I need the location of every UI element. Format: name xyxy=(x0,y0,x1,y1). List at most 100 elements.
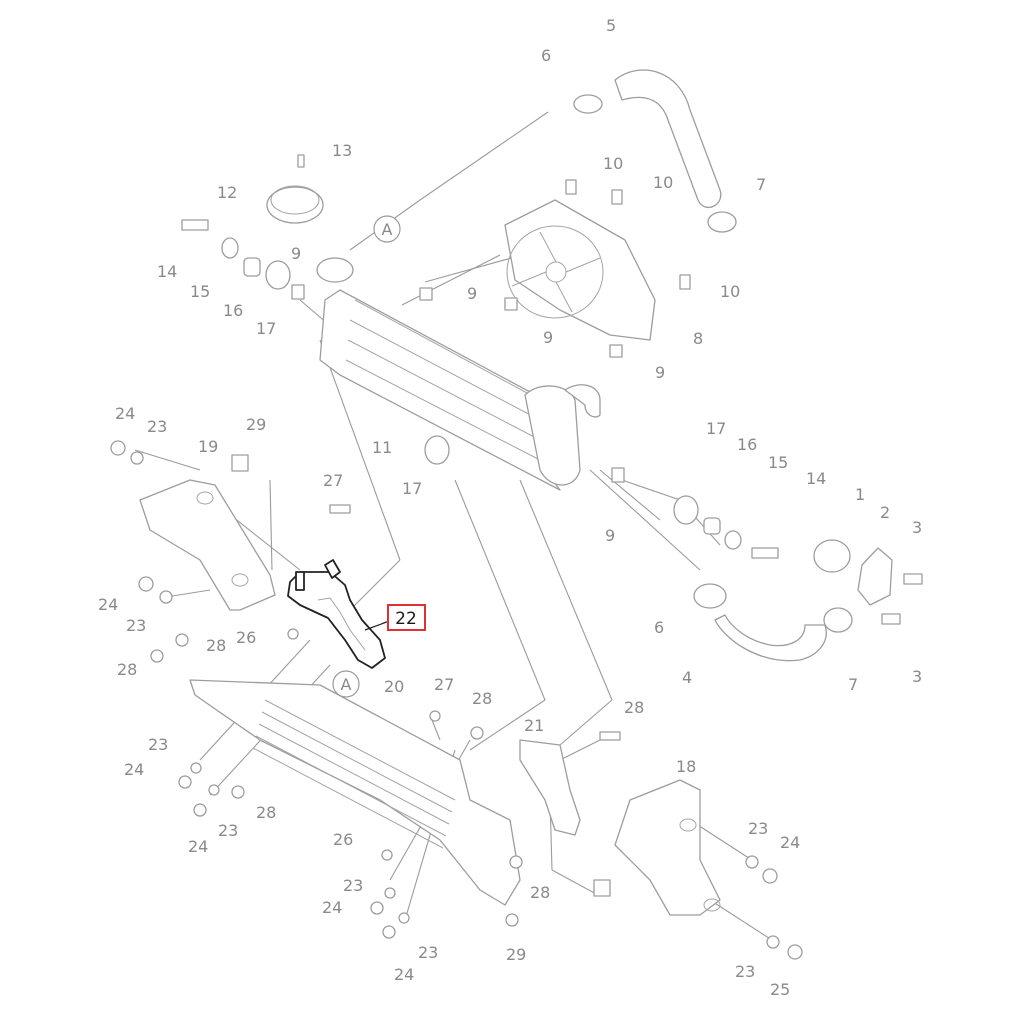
callout-label: 7 xyxy=(848,675,858,694)
callout-label: 24 xyxy=(98,595,118,614)
reference-mark-a-lower xyxy=(332,670,360,698)
callout-label: 11 xyxy=(372,438,392,457)
bolt-24-g xyxy=(762,868,778,884)
callout-label: 12 xyxy=(217,183,237,202)
bolt-3b xyxy=(881,613,901,625)
fan-blade-outline xyxy=(506,225,604,319)
fan-shroud xyxy=(504,199,656,341)
clip-9d xyxy=(609,344,623,358)
callout-label: 16 xyxy=(737,435,757,454)
grommet-17-center xyxy=(424,435,450,465)
callout-label: 28 xyxy=(624,698,644,717)
highlight-box xyxy=(387,604,426,631)
callout-label: 24 xyxy=(188,837,208,856)
callout-label: 17 xyxy=(256,319,276,338)
bolt-24-a xyxy=(110,440,126,456)
callout-label: 27 xyxy=(323,471,343,490)
callout-label: 10 xyxy=(653,173,673,192)
callout-label: 4 xyxy=(682,668,692,687)
grommet-28-d xyxy=(470,726,484,740)
callout-label: 6 xyxy=(541,46,551,65)
highlighted-bracket-22 xyxy=(287,559,393,669)
callout-label: 1 xyxy=(855,485,865,504)
collar-16-left xyxy=(243,257,261,277)
callout-label: 16 xyxy=(223,301,243,320)
callout-label: 9 xyxy=(605,526,615,545)
bolt-14-left xyxy=(181,219,209,231)
bolt-24-b xyxy=(138,576,154,592)
callout-label: 23 xyxy=(126,616,146,635)
callout-label: 28 xyxy=(472,689,492,708)
callout-label: 24 xyxy=(780,833,800,852)
callout-label: 3 xyxy=(912,667,922,686)
bolt-25 xyxy=(381,849,393,861)
callout-label: 18 xyxy=(676,757,696,776)
reference-mark-a-lower-label: A xyxy=(341,675,352,694)
callout-label: 24 xyxy=(124,760,144,779)
callout-label: 20 xyxy=(384,677,404,696)
callout-label: 28 xyxy=(256,803,276,822)
callout-label: 14 xyxy=(157,262,177,281)
radiator-cap xyxy=(266,186,324,224)
grommet-17-left xyxy=(265,260,291,290)
callout-label: 3 xyxy=(912,518,922,537)
side-cover-18 xyxy=(614,779,721,916)
radiator-guard-20 xyxy=(189,679,521,906)
washer-23-g xyxy=(745,855,759,869)
washer-15-right xyxy=(724,530,742,550)
callout-label: 24 xyxy=(322,898,342,917)
callout-label: 28 xyxy=(530,883,550,902)
bolt-24-c xyxy=(178,775,192,789)
callout-label: 29 xyxy=(506,945,526,964)
highlight-callout-22[interactable]: 22 xyxy=(387,604,426,631)
highlight-part-number: 22 xyxy=(395,609,417,629)
callout-label: 23 xyxy=(148,735,168,754)
grommet-28-c xyxy=(231,785,245,799)
bolt-24-e xyxy=(370,901,384,915)
bolt-10a xyxy=(565,179,577,195)
callout-label: 5 xyxy=(606,16,616,35)
callout-label: 9 xyxy=(467,284,477,303)
washer-23-d xyxy=(208,784,220,796)
callout-label: 9 xyxy=(655,363,665,382)
grommet-28-a xyxy=(175,633,189,647)
callout-label: 23 xyxy=(218,821,238,840)
callout-label: 25 xyxy=(770,980,790,999)
callout-label: 15 xyxy=(190,282,210,301)
bolt-3a xyxy=(903,573,923,585)
bolt-27-b xyxy=(599,731,621,741)
reference-mark-a-upper xyxy=(373,215,401,243)
callout-label: 9 xyxy=(543,328,553,347)
hose-clamp-6-lower xyxy=(693,583,727,609)
callout-label: 15 xyxy=(768,453,788,472)
washer-23-b xyxy=(159,590,173,604)
parts xyxy=(110,69,923,960)
clip-9a xyxy=(291,284,305,300)
screw-13 xyxy=(297,154,305,168)
callout-label: 26 xyxy=(236,628,256,647)
bolt-10b xyxy=(611,189,623,205)
washer-23-f xyxy=(398,912,410,924)
callout-label: 13 xyxy=(332,141,352,160)
grommet-28-e xyxy=(509,855,523,869)
washer-23-a xyxy=(130,451,144,465)
callout-label: 6 xyxy=(654,618,664,637)
callout-label: 14 xyxy=(806,469,826,488)
callout-label: 24 xyxy=(115,404,135,423)
collar-16-right xyxy=(703,517,721,535)
callout-label: 27 xyxy=(434,675,454,694)
nut-26-a xyxy=(287,628,299,640)
bolt-24-h xyxy=(787,944,803,960)
washer-23-c xyxy=(190,762,202,774)
callout-label: 7 xyxy=(756,175,766,194)
clip-29-upper xyxy=(231,454,249,472)
callout-label: 8 xyxy=(693,329,703,348)
callout-label: 23 xyxy=(418,943,438,962)
radiator-hose-lower xyxy=(714,614,827,662)
clip-9e xyxy=(611,467,625,483)
stay-21 xyxy=(519,739,581,836)
reference-marks: A A xyxy=(332,215,401,698)
thermostat-1 xyxy=(813,539,851,573)
radiator-hose-upper xyxy=(614,69,722,209)
